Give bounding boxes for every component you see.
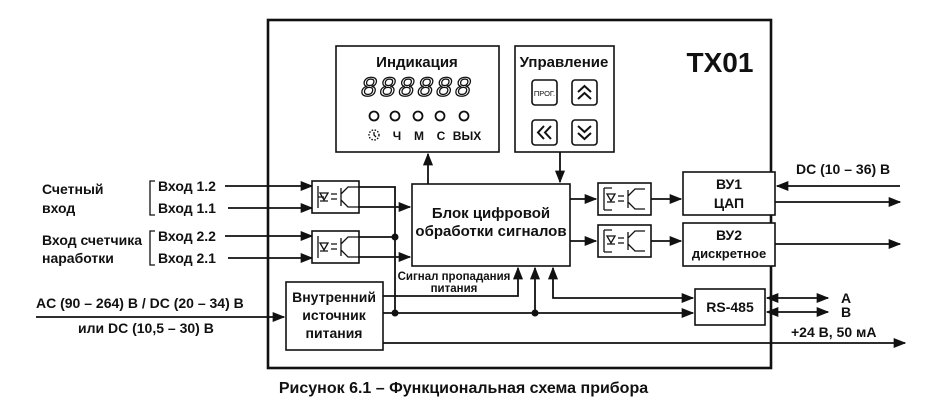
up-button[interactable]: [571, 79, 598, 106]
power-fail-label-1: Сигнал пропадания: [398, 271, 511, 283]
control-panel: Управление ПРОГ.: [514, 45, 615, 153]
vu1-label-1: ВУ1: [716, 176, 742, 192]
seven-segment-display: 888888: [361, 74, 474, 105]
counter-input-label-1: Счетный: [42, 181, 104, 197]
dsp-rs485-line: [547, 266, 695, 304]
shift-left-button[interactable]: [531, 119, 558, 146]
dsp-block: Блок цифровой обработки сигналов: [411, 183, 571, 267]
bracket-runtime: [149, 230, 155, 266]
dsp-label-line2: обработки сигналов: [415, 223, 566, 240]
vu1-label-2: ЦАП: [714, 195, 744, 211]
rs485-label: RS-485: [706, 299, 754, 315]
double-chevron-down-icon: [577, 125, 592, 141]
dsp-label-line1: Блок цифровой: [432, 205, 550, 222]
aux-power-label: +24 В, 50 мА: [791, 324, 876, 340]
control-title: Управление: [520, 54, 609, 71]
optocoupler-output-1: [597, 182, 652, 216]
led-label-output: ВЫХ: [453, 129, 481, 143]
power-supply-label-3: питания: [306, 325, 363, 341]
rs485-a-label: A: [841, 290, 851, 306]
opto1-collector-line: [358, 186, 396, 310]
output-device-2: ВУ2 дискретное: [682, 222, 776, 267]
led-minutes: [412, 110, 424, 122]
junction-dot: [391, 233, 399, 241]
led-diode-icon: [317, 186, 330, 208]
timer-icon: [368, 129, 380, 141]
led-hours: [389, 110, 401, 122]
double-chevron-up-icon: [577, 84, 592, 100]
down-button[interactable]: [571, 119, 598, 146]
led-seconds: [434, 110, 446, 122]
led-timer: [368, 110, 380, 122]
output-device-1: ВУ1 ЦАП: [682, 171, 776, 216]
bracket-counter: [149, 180, 155, 216]
vu2-label-2: дискретное: [692, 246, 766, 261]
led-output: [458, 110, 470, 122]
power-input-label-1: AC (90 – 264) В / DC (20 – 34) В: [36, 295, 244, 311]
led-label-minutes: М: [414, 129, 424, 143]
input-2-2-label: Вход 2.2: [158, 228, 216, 244]
led-label-hours: Ч: [393, 129, 401, 143]
power-input-label-2: или DC (10,5 – 30) В: [78, 320, 214, 336]
input-1-2-label: Вход 1.2: [158, 178, 216, 194]
power-supply-block: Внутренний источник питания: [285, 281, 384, 351]
optocoupler-output-2: [597, 224, 652, 258]
indicator-leds: [368, 110, 470, 122]
runtime-input-label-1: Вход счетчика: [42, 232, 142, 248]
prog-button[interactable]: ПРОГ.: [531, 79, 558, 106]
figure-caption: Рисунок 6.1 – Функциональная схема прибо…: [278, 380, 649, 397]
power-fail-label-2: питания: [431, 283, 478, 295]
input-1-1-label: Вход 1.1: [158, 200, 216, 216]
device-title: ТХ01: [687, 47, 754, 78]
rs485-block: RS-485: [694, 288, 766, 326]
double-chevron-left-icon: [536, 125, 552, 140]
power-fail-signal-line: [383, 266, 524, 297]
counter-input-label-2: вход: [42, 200, 75, 216]
prog-button-label: ПРОГ.: [534, 89, 555, 98]
input-2-1-label: Вход 2.1: [158, 250, 216, 266]
indication-panel: Индикация 888888 Ч М С ВЫХ: [335, 45, 500, 153]
power-supply-label-2: источник: [302, 307, 366, 323]
rs485-b-label: B: [841, 304, 851, 320]
power-supply-label-1: Внутренний: [292, 289, 376, 305]
functional-diagram: ТХ01 Индикация 888888 Ч М С ВЫХ Управлен…: [36, 18, 907, 370]
runtime-input-label-2: наработки: [42, 250, 114, 266]
optocoupler-input-2: [311, 230, 360, 264]
junction-dot: [391, 309, 399, 317]
optocoupler-input-1: [311, 180, 360, 214]
vu2-label-1: ВУ2: [716, 227, 742, 243]
indication-title: Индикация: [376, 54, 458, 71]
dc-supply-label: DC (10 – 36) В: [796, 161, 890, 177]
led-label-seconds: С: [437, 129, 446, 143]
